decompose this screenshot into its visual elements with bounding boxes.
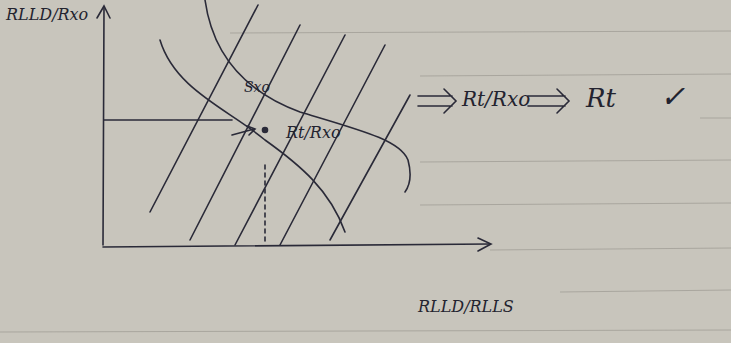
point-label: Rt/Rxo (286, 124, 341, 142)
axis-label: RLLD/Rxo (6, 6, 88, 24)
chart-ink (97, 0, 569, 251)
curve-label: Sxo (244, 80, 270, 95)
ratio-label: Rt/Rxo (462, 88, 530, 110)
axis-label: RLLD/RLLS (418, 298, 514, 316)
check-mark: ✓ (660, 80, 685, 113)
result-label: Rt (586, 84, 616, 113)
notebook-lines (0, 31, 731, 332)
